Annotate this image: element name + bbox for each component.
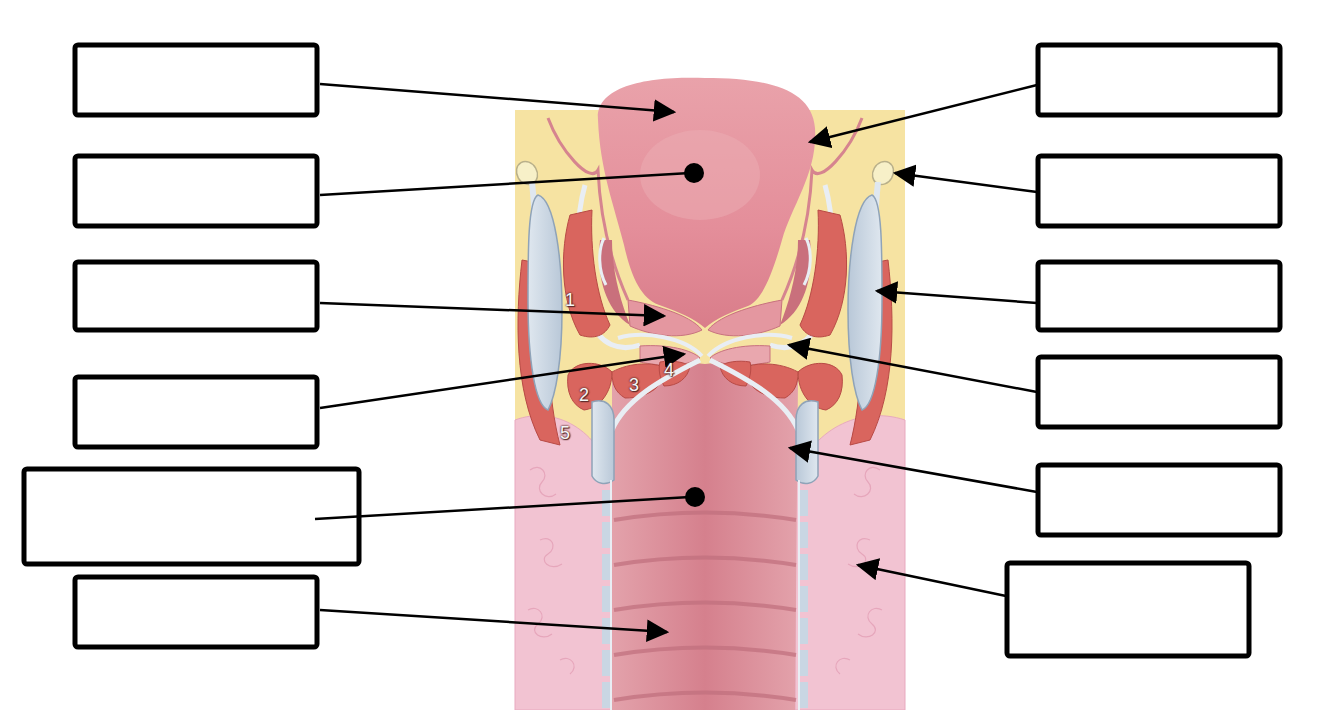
leader-dot — [685, 487, 705, 507]
leader-line — [315, 84, 1037, 632]
label-box — [24, 45, 1280, 656]
callout-number: 1 — [565, 290, 575, 310]
callout-number: 4 — [664, 360, 674, 380]
callout-number: 3 — [629, 375, 639, 395]
callout-number: 2 — [579, 385, 589, 405]
trachea — [612, 364, 798, 710]
leader-dot — [684, 163, 704, 183]
vestibule — [598, 78, 815, 328]
callout-number: 5 — [560, 423, 570, 443]
